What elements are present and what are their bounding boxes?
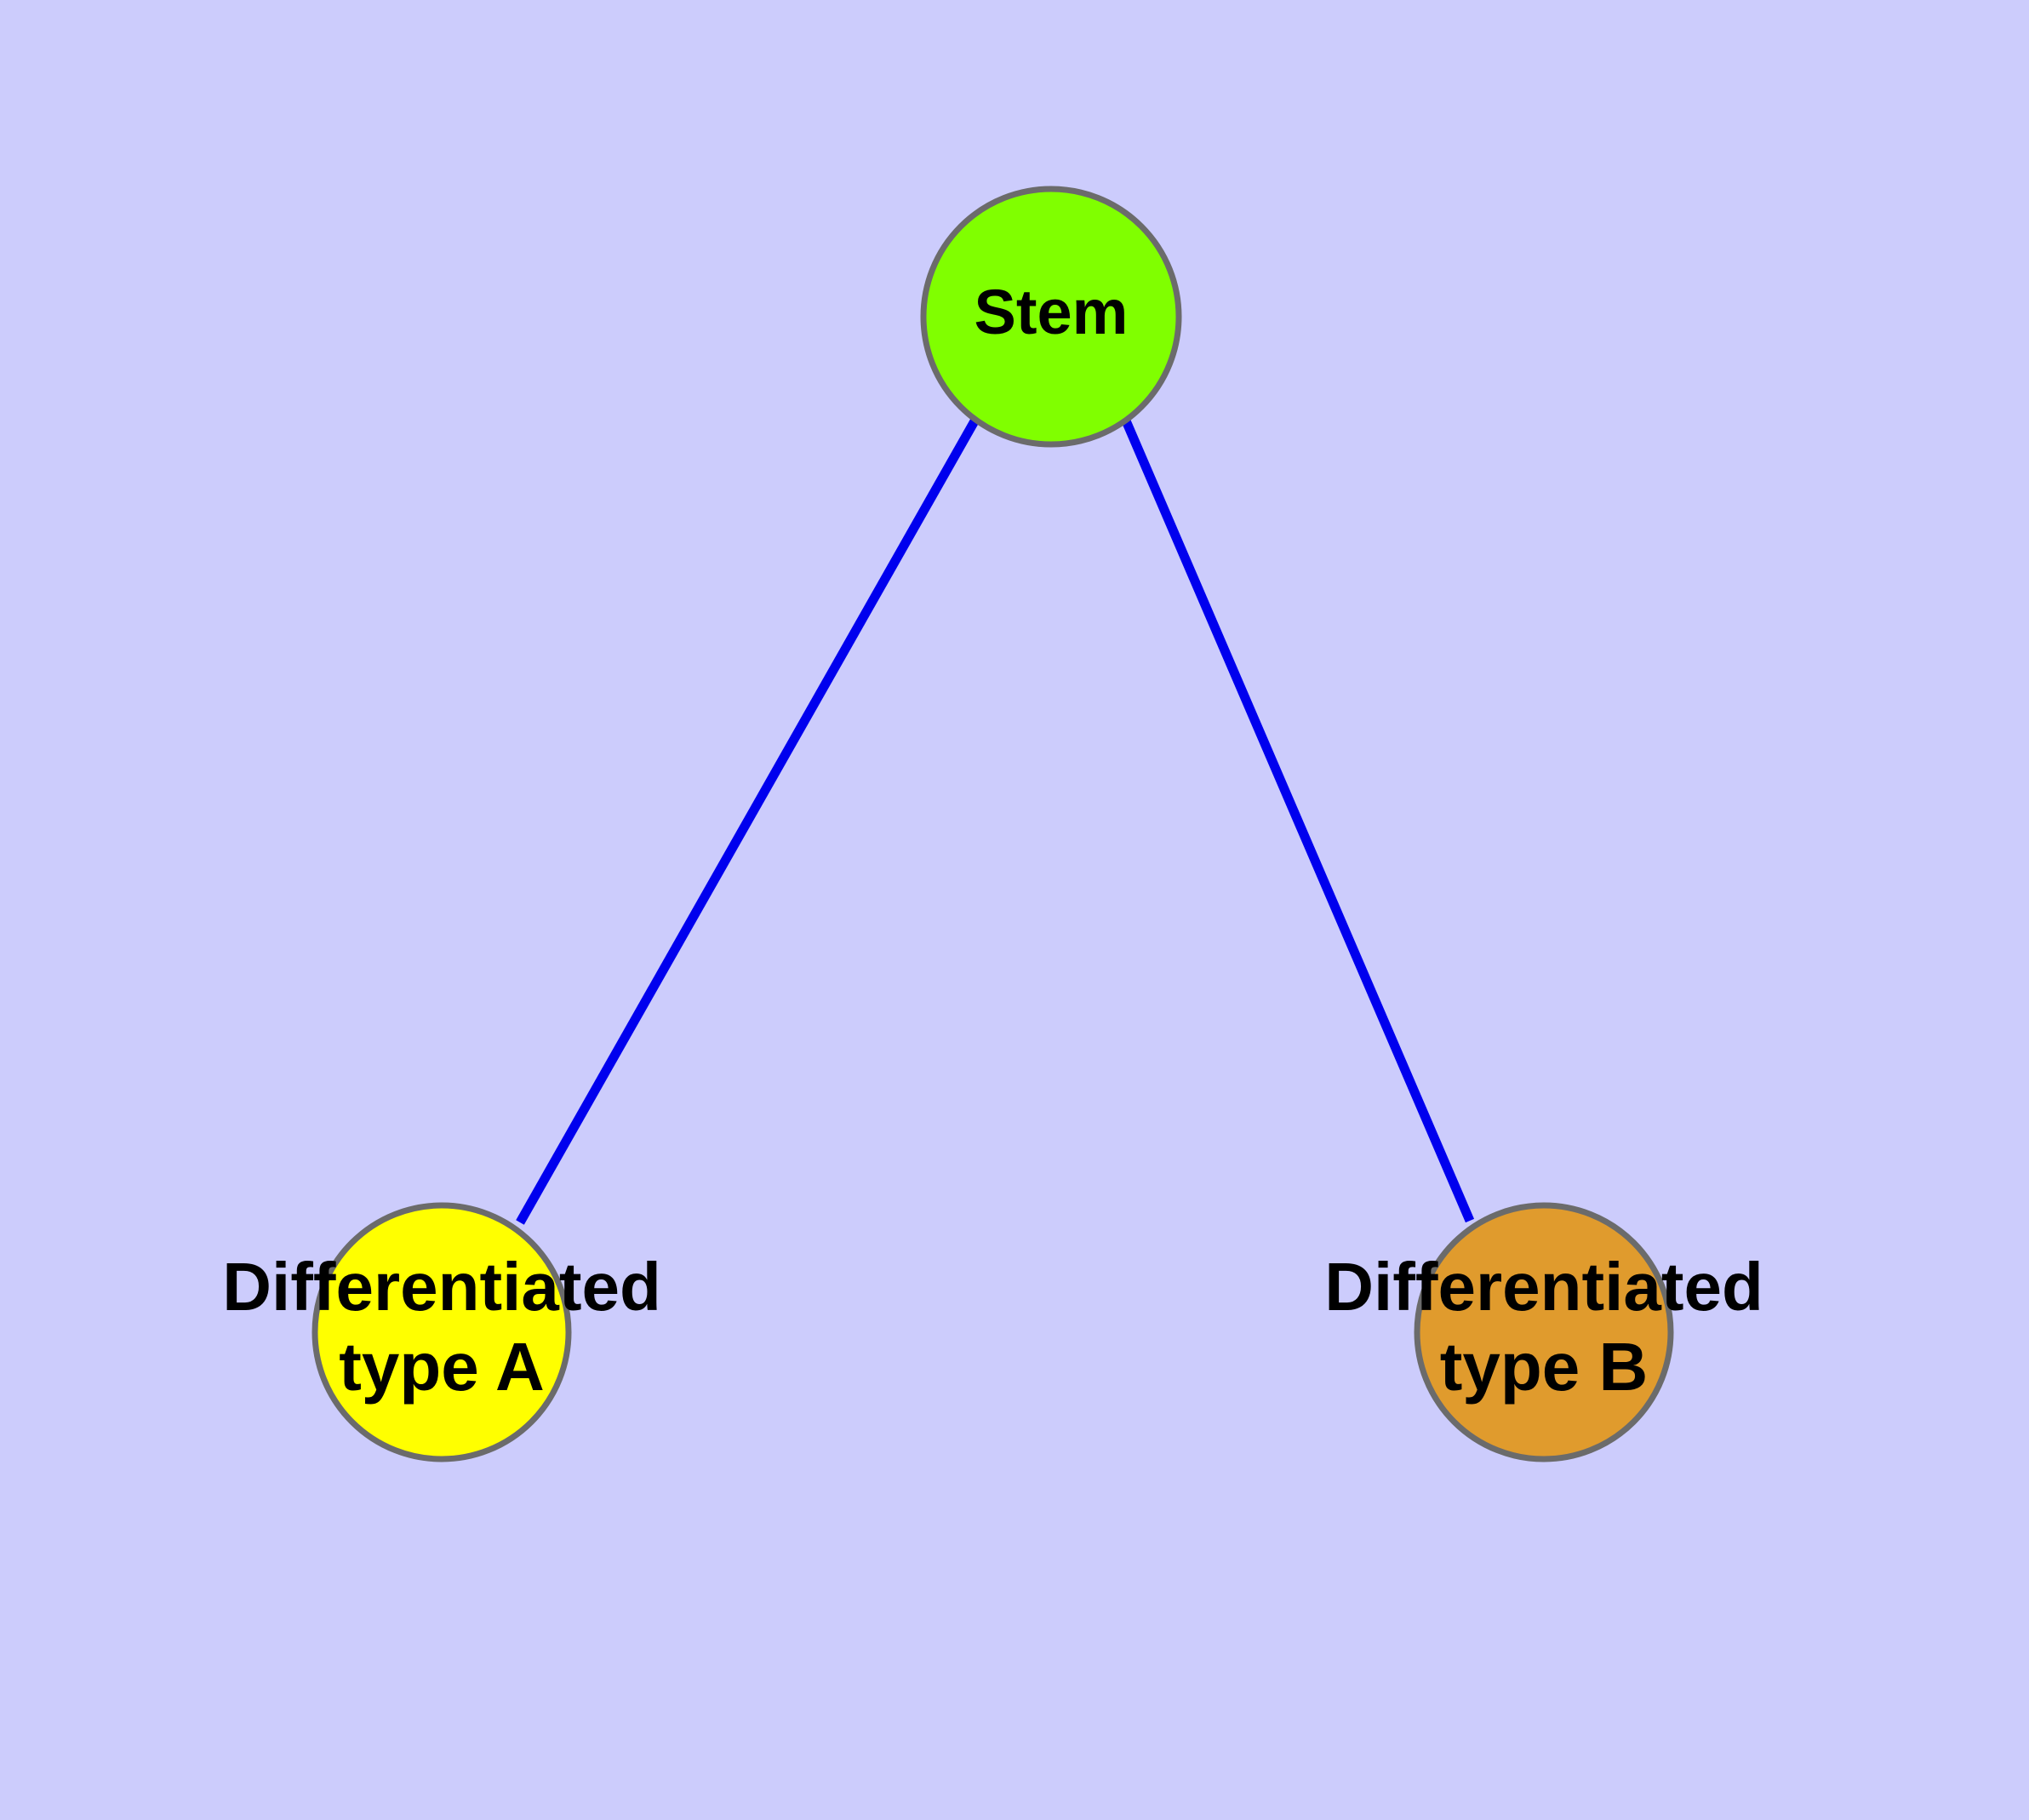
edge-stem-to-differentiated-a[interactable]: [516, 417, 980, 1225]
edges-layer: [516, 416, 1475, 1225]
node-differentiated-type-a-circle[interactable]: [311, 1202, 572, 1462]
node-differentiated-type-b-circle[interactable]: [1414, 1202, 1674, 1462]
node-stem[interactable]: [920, 186, 1182, 448]
node-stem-circle[interactable]: [920, 186, 1182, 448]
node-label-line: type A: [339, 1329, 545, 1405]
nodes-layer: [311, 186, 1674, 1462]
node-stem-label: Stem: [974, 277, 1129, 347]
node-differentiated-type-b[interactable]: [1414, 1202, 1674, 1462]
node-differentiated-type-a[interactable]: [311, 1202, 572, 1462]
edge-stem-to-differentiated-b[interactable]: [1120, 416, 1475, 1223]
node-label-line: type B: [1440, 1329, 1649, 1405]
node-label-line: Differentiated: [1324, 1249, 1763, 1325]
node-label-line: Differentiated: [222, 1249, 661, 1325]
node-label-line: Stem: [974, 277, 1129, 347]
